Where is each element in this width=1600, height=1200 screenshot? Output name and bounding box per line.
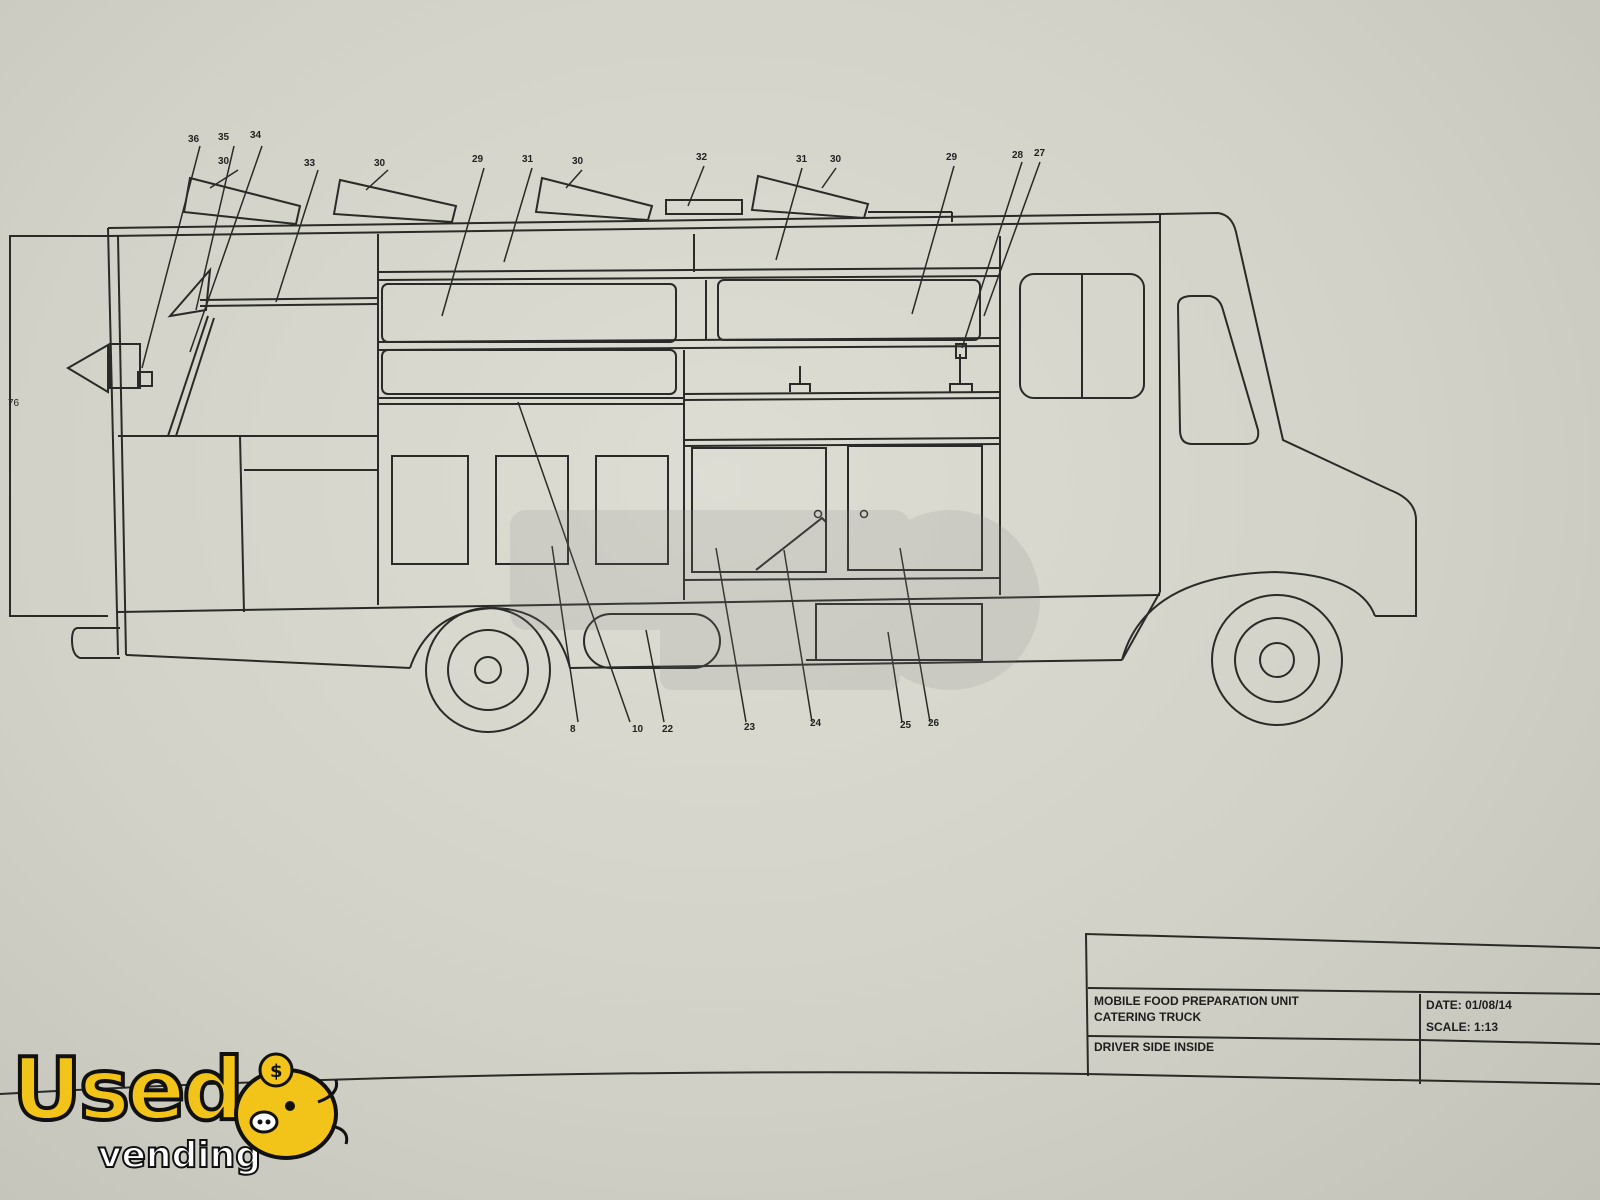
upper-shelves (377, 234, 1001, 420)
rear-wheel (425, 607, 551, 733)
callout-31: 31 (796, 154, 808, 165)
rear-box (9, 235, 109, 617)
roof-vents (182, 174, 953, 226)
callout-23: 23 (744, 722, 756, 733)
callout-31: 31 (522, 154, 534, 165)
callout-25: 25 (900, 720, 912, 731)
callout-24: 24 (810, 718, 822, 729)
drawing-date: DATE: 01/08/14 (1426, 998, 1512, 1012)
view-label: DRIVER SIDE INSIDE (1094, 1040, 1215, 1054)
callout-22: 22 (662, 724, 674, 735)
leader-lines (141, 145, 1041, 723)
rear-compartment (109, 266, 379, 613)
callout-29: 29 (946, 152, 958, 163)
cab-windows (1019, 273, 1260, 445)
callout-34: 34 (250, 130, 262, 141)
callout-10: 10 (632, 724, 644, 735)
callout-26: 26 (928, 718, 940, 729)
callout-30: 30 (218, 156, 230, 167)
front-wheel (1211, 594, 1343, 726)
callout-35: 35 (218, 132, 230, 143)
callout-29: 29 (472, 154, 484, 165)
dimension-label: 76 (8, 398, 20, 409)
truck-body (70, 211, 1417, 669)
callout-36: 36 (188, 134, 200, 145)
title-block-frame (0, 932, 1600, 1095)
callout-27: 27 (1034, 148, 1046, 159)
callout-30: 30 (830, 154, 842, 165)
watermark-logo (510, 510, 1040, 690)
drawing-scale: SCALE: 1:13 (1426, 1020, 1499, 1034)
lower-cabinets (377, 343, 1001, 605)
title-line-2: CATERING TRUCK (1094, 1010, 1202, 1024)
logo-text-vending: vending (97, 1135, 262, 1177)
svg-text:$: $ (270, 1061, 283, 1082)
callout-33: 33 (304, 158, 316, 169)
callout-30: 30 (374, 158, 386, 169)
callout-32: 32 (696, 152, 708, 163)
used-vending-logo: Used vending $ (6, 1038, 356, 1190)
dimension-line: 76 (8, 236, 20, 616)
title-line-1: MOBILE FOOD PREPARATION UNIT (1094, 994, 1299, 1008)
callout-28: 28 (1012, 150, 1024, 161)
piggy-bank-icon: $ (234, 1052, 349, 1160)
callout-labels: 36 35 34 30 33 30 29 31 30 32 31 30 29 2… (188, 130, 1046, 735)
under-tanks (583, 603, 983, 669)
logo-text-used: Used (10, 1038, 246, 1142)
callout-8: 8 (570, 724, 576, 735)
callout-30: 30 (572, 156, 584, 167)
